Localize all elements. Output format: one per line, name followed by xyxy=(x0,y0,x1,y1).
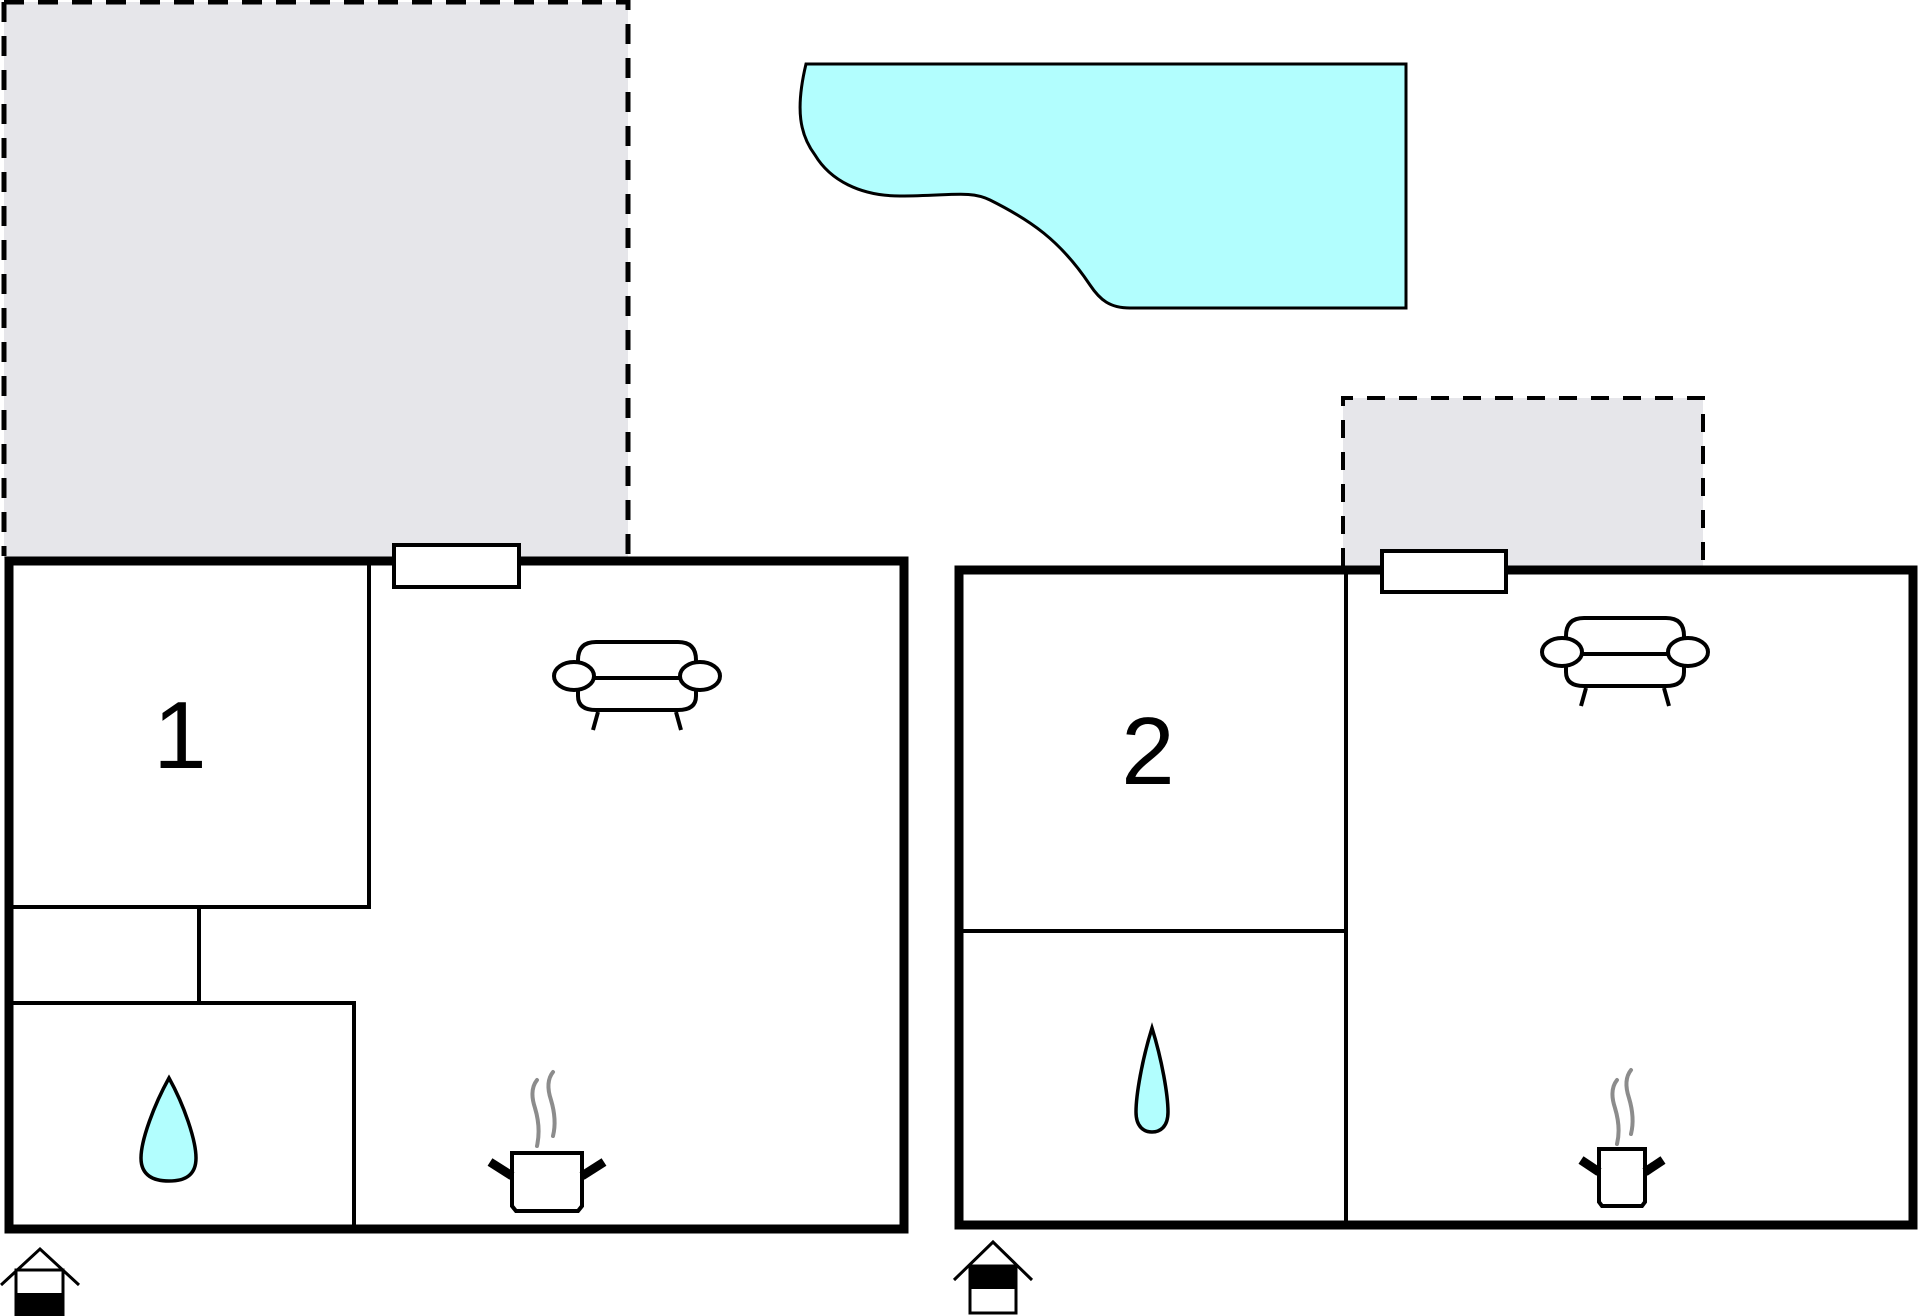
window-unit-2 xyxy=(1380,549,1508,594)
sofa-icon xyxy=(552,640,722,731)
room-label-unit-1: 1 xyxy=(153,682,207,789)
room-label-unit-2: 2 xyxy=(1121,698,1175,805)
terrace-unit-1 xyxy=(1,0,631,558)
wall-bedroom-1 xyxy=(9,561,371,909)
wall-bathroom-1 xyxy=(9,1001,356,1229)
kitchen-pot-icon xyxy=(487,1070,607,1213)
water-drop-icon xyxy=(139,1074,198,1183)
building-unit-2 xyxy=(954,549,1918,1230)
kitchen-pot-icon xyxy=(1578,1068,1666,1208)
entrance-icon xyxy=(0,1246,81,1316)
terrace-unit-2 xyxy=(1341,396,1705,566)
window-unit-1 xyxy=(392,543,521,589)
swimming-pool xyxy=(798,62,1408,310)
water-drop-icon xyxy=(1134,1022,1170,1134)
sofa-icon xyxy=(1540,616,1710,707)
entrance-icon xyxy=(952,1239,1034,1315)
building-unit-1 xyxy=(4,543,909,1234)
